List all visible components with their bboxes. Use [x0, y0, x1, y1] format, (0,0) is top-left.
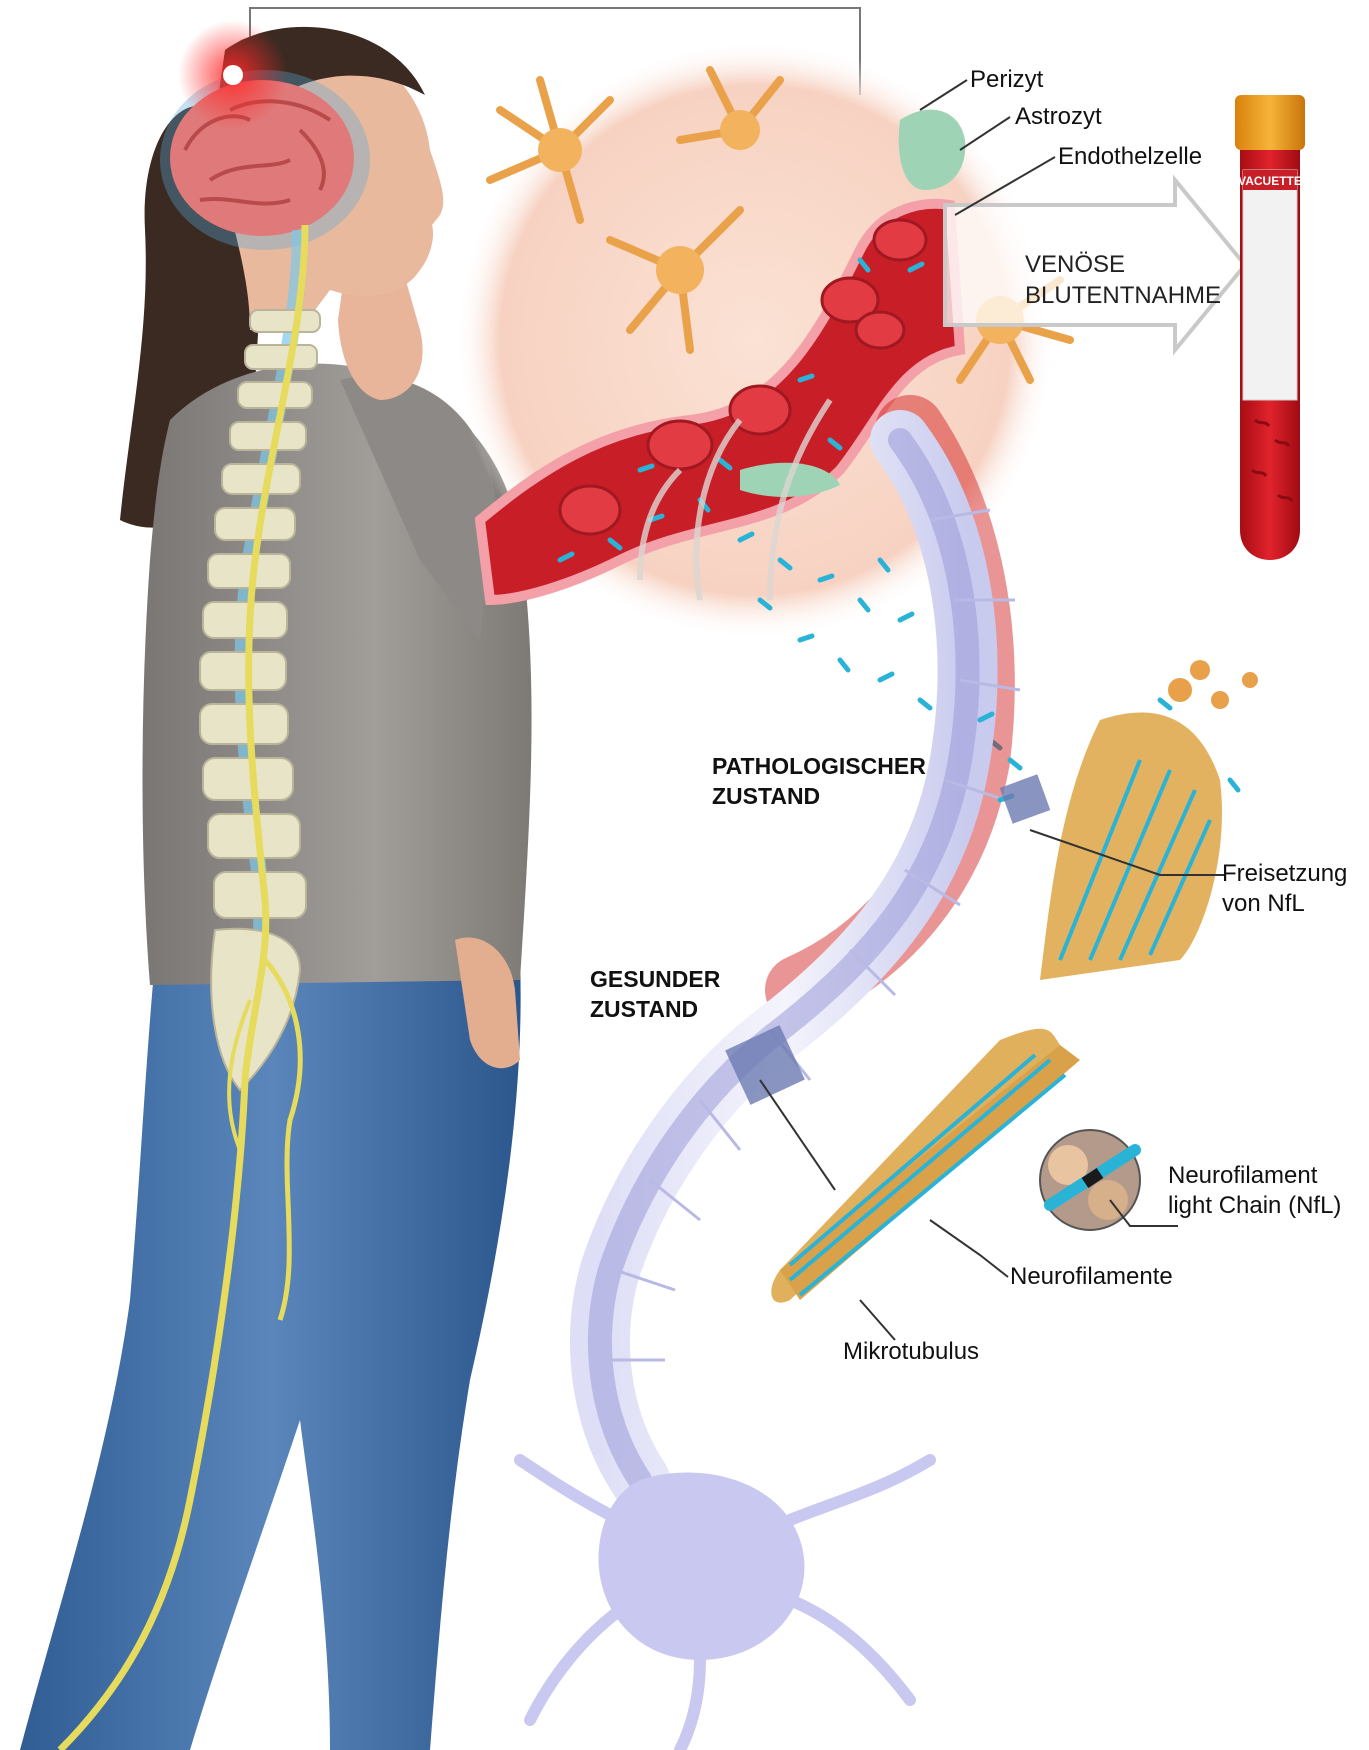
label-zustand-gesund: ZUSTAND	[590, 995, 698, 1024]
neurofilament-bundle-pathologic	[1040, 660, 1258, 980]
label-perizyt: Perizyt	[970, 66, 1043, 94]
label-pathologischer: PATHOLOGISCHER	[712, 752, 926, 781]
label-mikrotubulus: Mikrotubulus	[843, 1338, 979, 1366]
label-freisetzung: Freisetzung	[1222, 860, 1347, 888]
label-astrozyt: Astrozyt	[1015, 103, 1102, 131]
person-figure	[20, 20, 532, 1750]
label-light-chain: light Chain (NfL)	[1168, 1192, 1341, 1220]
label-gesunder: GESUNDER	[590, 965, 720, 994]
label-venoese: VENÖSE	[1025, 250, 1125, 280]
axon-window-pathologic	[1000, 774, 1051, 823]
nfl-zoom-circle	[1040, 1130, 1140, 1230]
label-zustand-patho: ZUSTAND	[712, 782, 820, 811]
label-blutentnahme: BLUTENTNAHME	[1025, 281, 1221, 311]
label-neurofilamente: Neurofilamente	[1010, 1263, 1173, 1291]
tube-label: VACUETTE	[1238, 174, 1302, 188]
blood-collection-tube: VACUETTE	[1235, 95, 1305, 560]
label-von-nfl: von NfL	[1222, 890, 1305, 918]
label-neurofilament: Neurofilament	[1168, 1162, 1317, 1190]
label-endothelzelle: Endothelzelle	[1058, 143, 1202, 171]
neuron-axon	[520, 430, 1238, 1750]
